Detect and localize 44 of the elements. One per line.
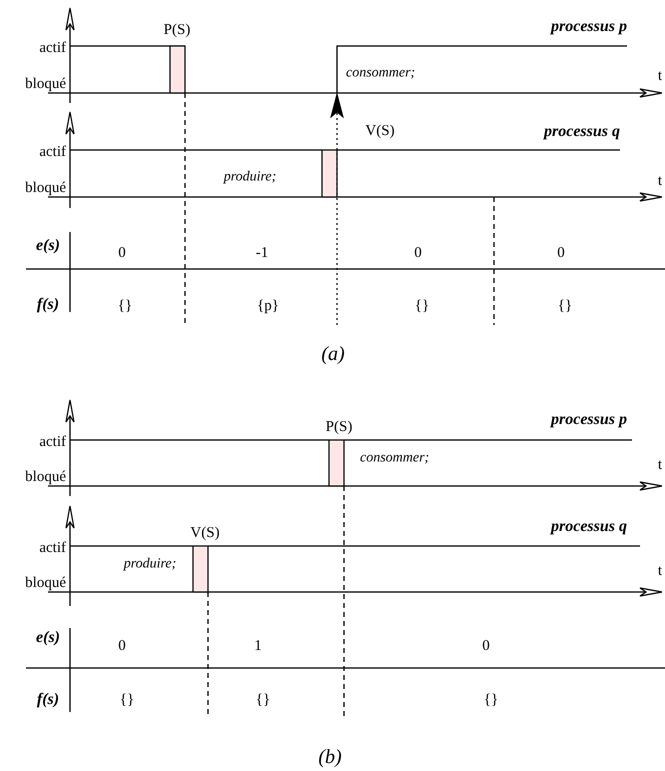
row-header: f(s) [36,296,60,314]
axis-label: actif [39,40,66,56]
axis-label: actif [39,144,66,160]
table-value: -1 [256,244,268,262]
process-title: processus q [544,123,620,141]
axis-label: actif [39,434,66,450]
process-title: processus p [550,18,627,36]
action-label: produire; [224,169,276,185]
action-label: consommer; [346,65,416,81]
axis-label: bloqué [25,468,66,486]
table-value: 0 [118,244,126,262]
action-label: consommer; [360,450,430,466]
action-label: produire; [124,556,176,572]
axis-label: actif [39,540,66,556]
operation-label: V(S) [365,122,395,140]
process-title: processus p [550,411,627,429]
row-header: e(s) [36,629,60,647]
operation-label: V(S) [190,524,220,542]
row-header: e(s) [36,237,60,255]
axis-label: t [658,456,662,474]
table-value: {} [414,298,430,314]
axis-label: bloqué [25,180,66,196]
table-value: 0 [482,638,490,654]
panel-label: (a) [321,343,345,365]
table-value: {} [118,298,132,314]
axis-label: bloqué [25,574,66,592]
table-value: {} [256,692,270,708]
table-value: 1 [254,638,262,654]
table-value: {p} [257,298,279,314]
table-value: 0 [557,244,565,262]
axis-label: t [658,562,662,580]
table-value: {} [484,692,498,708]
operation-label: P(S) [326,418,352,436]
process-title: processus q [550,518,627,536]
operation-label: P(S) [164,22,190,38]
table-value: 0 [414,244,422,262]
table-value: 0 [118,638,126,654]
table-value: {} [120,692,134,708]
row-header: f(s) [36,691,60,709]
table-value: {} [558,298,572,314]
panel-label: (b) [318,746,342,768]
axis-label: bloqué [25,76,66,92]
axis-label: t [658,172,662,190]
axis-label: t [658,68,662,84]
